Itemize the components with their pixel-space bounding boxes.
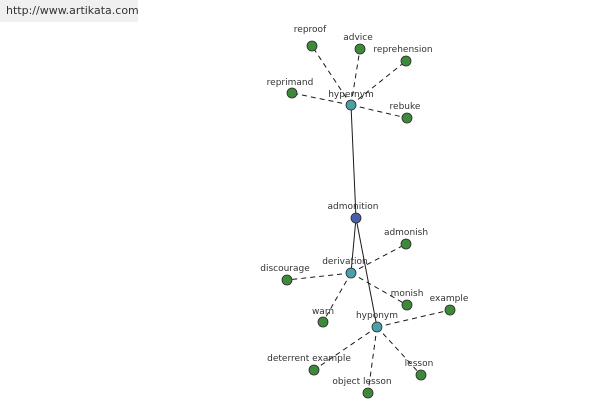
edge-derivation-admonish: [350, 243, 407, 274]
node-admonish[interactable]: [400, 238, 412, 250]
node-example[interactable]: [444, 304, 456, 316]
label-derivation[interactable]: derivation: [322, 257, 368, 267]
edge-admonition-hyponym: [355, 217, 378, 328]
edge-hypernym-reprehension: [350, 60, 407, 106]
node-object-lesson[interactable]: [362, 387, 374, 399]
node-discourage[interactable]: [281, 274, 293, 286]
label-rebuke[interactable]: rebuke: [390, 102, 421, 112]
edge-hyponym-lesson: [376, 326, 422, 376]
labels: admonition hypernym derivation hyponym repro…: [260, 25, 469, 387]
node-deterrent-example[interactable]: [308, 364, 320, 376]
label-reproof[interactable]: reproof: [294, 25, 327, 35]
edge-derivation-warn: [322, 272, 352, 323]
label-warn[interactable]: warn: [312, 307, 334, 317]
label-reprehension[interactable]: reprehension: [373, 45, 432, 55]
node-reproof[interactable]: [306, 40, 318, 52]
node-derivation[interactable]: [345, 267, 357, 279]
label-reprimand[interactable]: reprimand: [267, 78, 314, 88]
node-warn[interactable]: [317, 316, 329, 328]
node-reprehension[interactable]: [400, 55, 412, 67]
node-monish[interactable]: [401, 299, 413, 311]
node-rebuke[interactable]: [401, 112, 413, 124]
label-admonish[interactable]: admonish: [384, 228, 428, 238]
node-lesson[interactable]: [415, 369, 427, 381]
label-deterrent-example[interactable]: deterrent example: [267, 354, 351, 364]
label-hyponym[interactable]: hyponym: [356, 311, 398, 321]
edge-hypernym-advice: [350, 48, 361, 106]
edge-hypernym-reproof: [311, 45, 352, 106]
edge-admonition-derivation: [350, 217, 357, 274]
edge-admonition-hypernym: [350, 104, 357, 219]
edge-hyponym-object-lesson: [367, 326, 378, 394]
node-admonition[interactable]: [350, 212, 362, 224]
edge-hypernym-reprimand: [291, 92, 352, 106]
url-link[interactable]: http://www.artikata.com: [6, 4, 138, 17]
edge-hypernym-rebuke: [350, 104, 408, 119]
label-monish[interactable]: monish: [391, 289, 424, 299]
node-advice[interactable]: [354, 43, 366, 55]
label-lesson[interactable]: lesson: [405, 359, 434, 369]
node-reprimand[interactable]: [286, 87, 298, 99]
edge-derivation-discourage: [286, 272, 352, 281]
node-hypernym[interactable]: [345, 99, 357, 111]
label-example[interactable]: example: [430, 294, 469, 304]
label-discourage[interactable]: discourage: [260, 264, 310, 274]
edge-hyponym-deterrent-example: [313, 326, 378, 371]
label-admonition[interactable]: admonition: [328, 202, 379, 212]
edges: [286, 45, 451, 394]
label-advice[interactable]: advice: [343, 33, 373, 43]
url-banner[interactable]: http://www.artikata.com: [0, 0, 138, 22]
node-hyponym[interactable]: [371, 321, 383, 333]
edge-derivation-monish: [350, 272, 408, 306]
nodes: [281, 40, 456, 399]
label-hypernym[interactable]: hypernym: [328, 90, 374, 100]
label-object-lesson[interactable]: object lesson: [332, 377, 391, 387]
edge-hyponym-example: [376, 309, 451, 328]
